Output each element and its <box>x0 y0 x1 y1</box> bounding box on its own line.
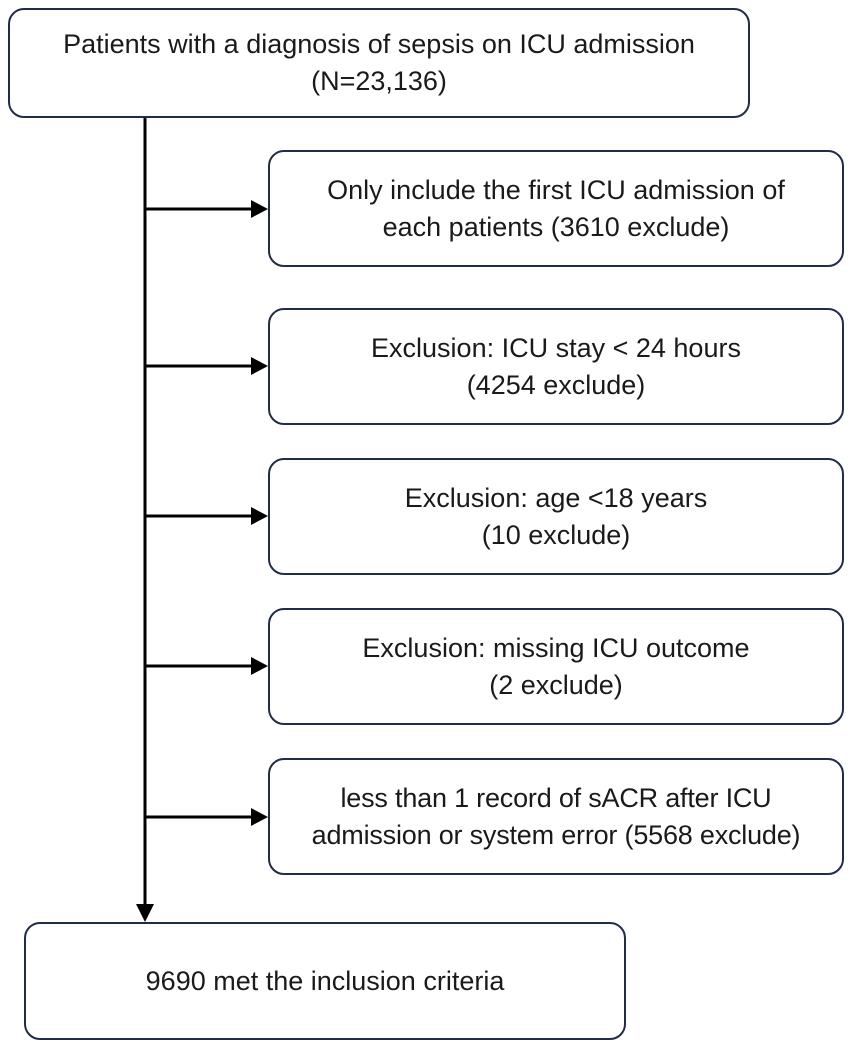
exclusion-box-missing-outcome: Exclusion: missing ICU outcome (2 exclud… <box>268 608 844 725</box>
exclusion-text-line2: (10 exclude) <box>481 519 631 550</box>
exclusion-text-line1: Exclusion: missing ICU outcome <box>362 632 750 663</box>
branch-arrowhead-3 <box>251 507 268 525</box>
cohort-start-box: Patients with a diagnosis of sepsis on I… <box>8 8 750 118</box>
exclusion-box-icu-stay: Exclusion: ICU stay < 24 hours (4254 exc… <box>268 308 844 425</box>
exclusion-text-line1: less than 1 record of sACR after ICU <box>340 782 772 813</box>
exclusion-text-line2: (4254 exclude) <box>466 369 646 400</box>
exclusion-text-line1: Exclusion: age <18 years <box>404 482 708 513</box>
exclusion-text-line1: Exclusion: ICU stay < 24 hours <box>371 332 741 363</box>
branch-arrowhead-2 <box>251 357 268 375</box>
main-flow-arrowhead <box>136 904 154 922</box>
cohort-start-text: Patients with a diagnosis of sepsis on I… <box>63 29 695 59</box>
exclusion-box-first-admission: Only include the first ICU admission of … <box>268 150 844 267</box>
exclusion-box-age: Exclusion: age <18 years (10 exclude) <box>268 458 844 575</box>
final-cohort-box: 9690 met the inclusion criteria <box>24 922 626 1040</box>
branch-arrowhead-1 <box>251 200 268 218</box>
exclusion-box-sacr-record: less than 1 record of sACR after ICU adm… <box>268 758 844 875</box>
exclusion-text-line2: admission or system error (5568 exclude) <box>311 819 801 850</box>
cohort-start-count: (N=23,136) <box>311 66 447 96</box>
exclusion-text-line2: (2 exclude) <box>489 669 623 700</box>
branch-arrowhead-5 <box>251 808 268 826</box>
branch-arrowhead-4 <box>251 657 268 675</box>
exclusion-text-line2: each patients (3610 exclude) <box>382 211 730 242</box>
exclusion-text-line1: Only include the first ICU admission of <box>327 174 785 205</box>
final-cohort-text: 9690 met the inclusion criteria <box>145 965 505 996</box>
